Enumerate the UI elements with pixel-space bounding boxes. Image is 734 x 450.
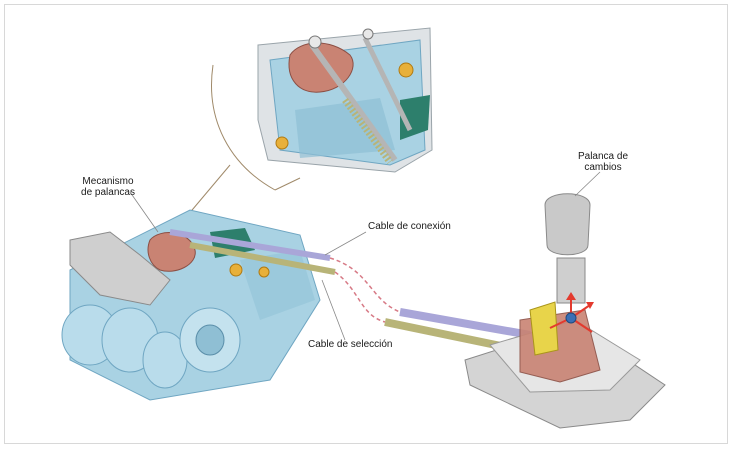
label-palanca-line2: cambios — [584, 162, 622, 173]
label-palanca: Palanca de cambios — [570, 151, 636, 173]
gearbox — [61, 209, 321, 401]
label-mecanismo: Mecanismo de palancas — [78, 176, 138, 198]
label-cable-conexion: Cable de conexión — [368, 221, 451, 232]
detail-inset — [257, 27, 433, 173]
label-leaders — [129, 171, 601, 341]
label-mecanismo-line2: de palancas — [81, 187, 135, 198]
label-cable-seleccion: Cable de selección — [308, 339, 393, 350]
label-palanca-line1: Palanca de — [577, 151, 629, 162]
label-mecanismo-line1: Mecanismo — [82, 176, 134, 187]
bolt-icon — [398, 62, 414, 78]
inset-cable-rods — [309, 36, 413, 165]
shifter-assembly — [464, 193, 666, 429]
shift-direction-arrows — [549, 292, 594, 333]
